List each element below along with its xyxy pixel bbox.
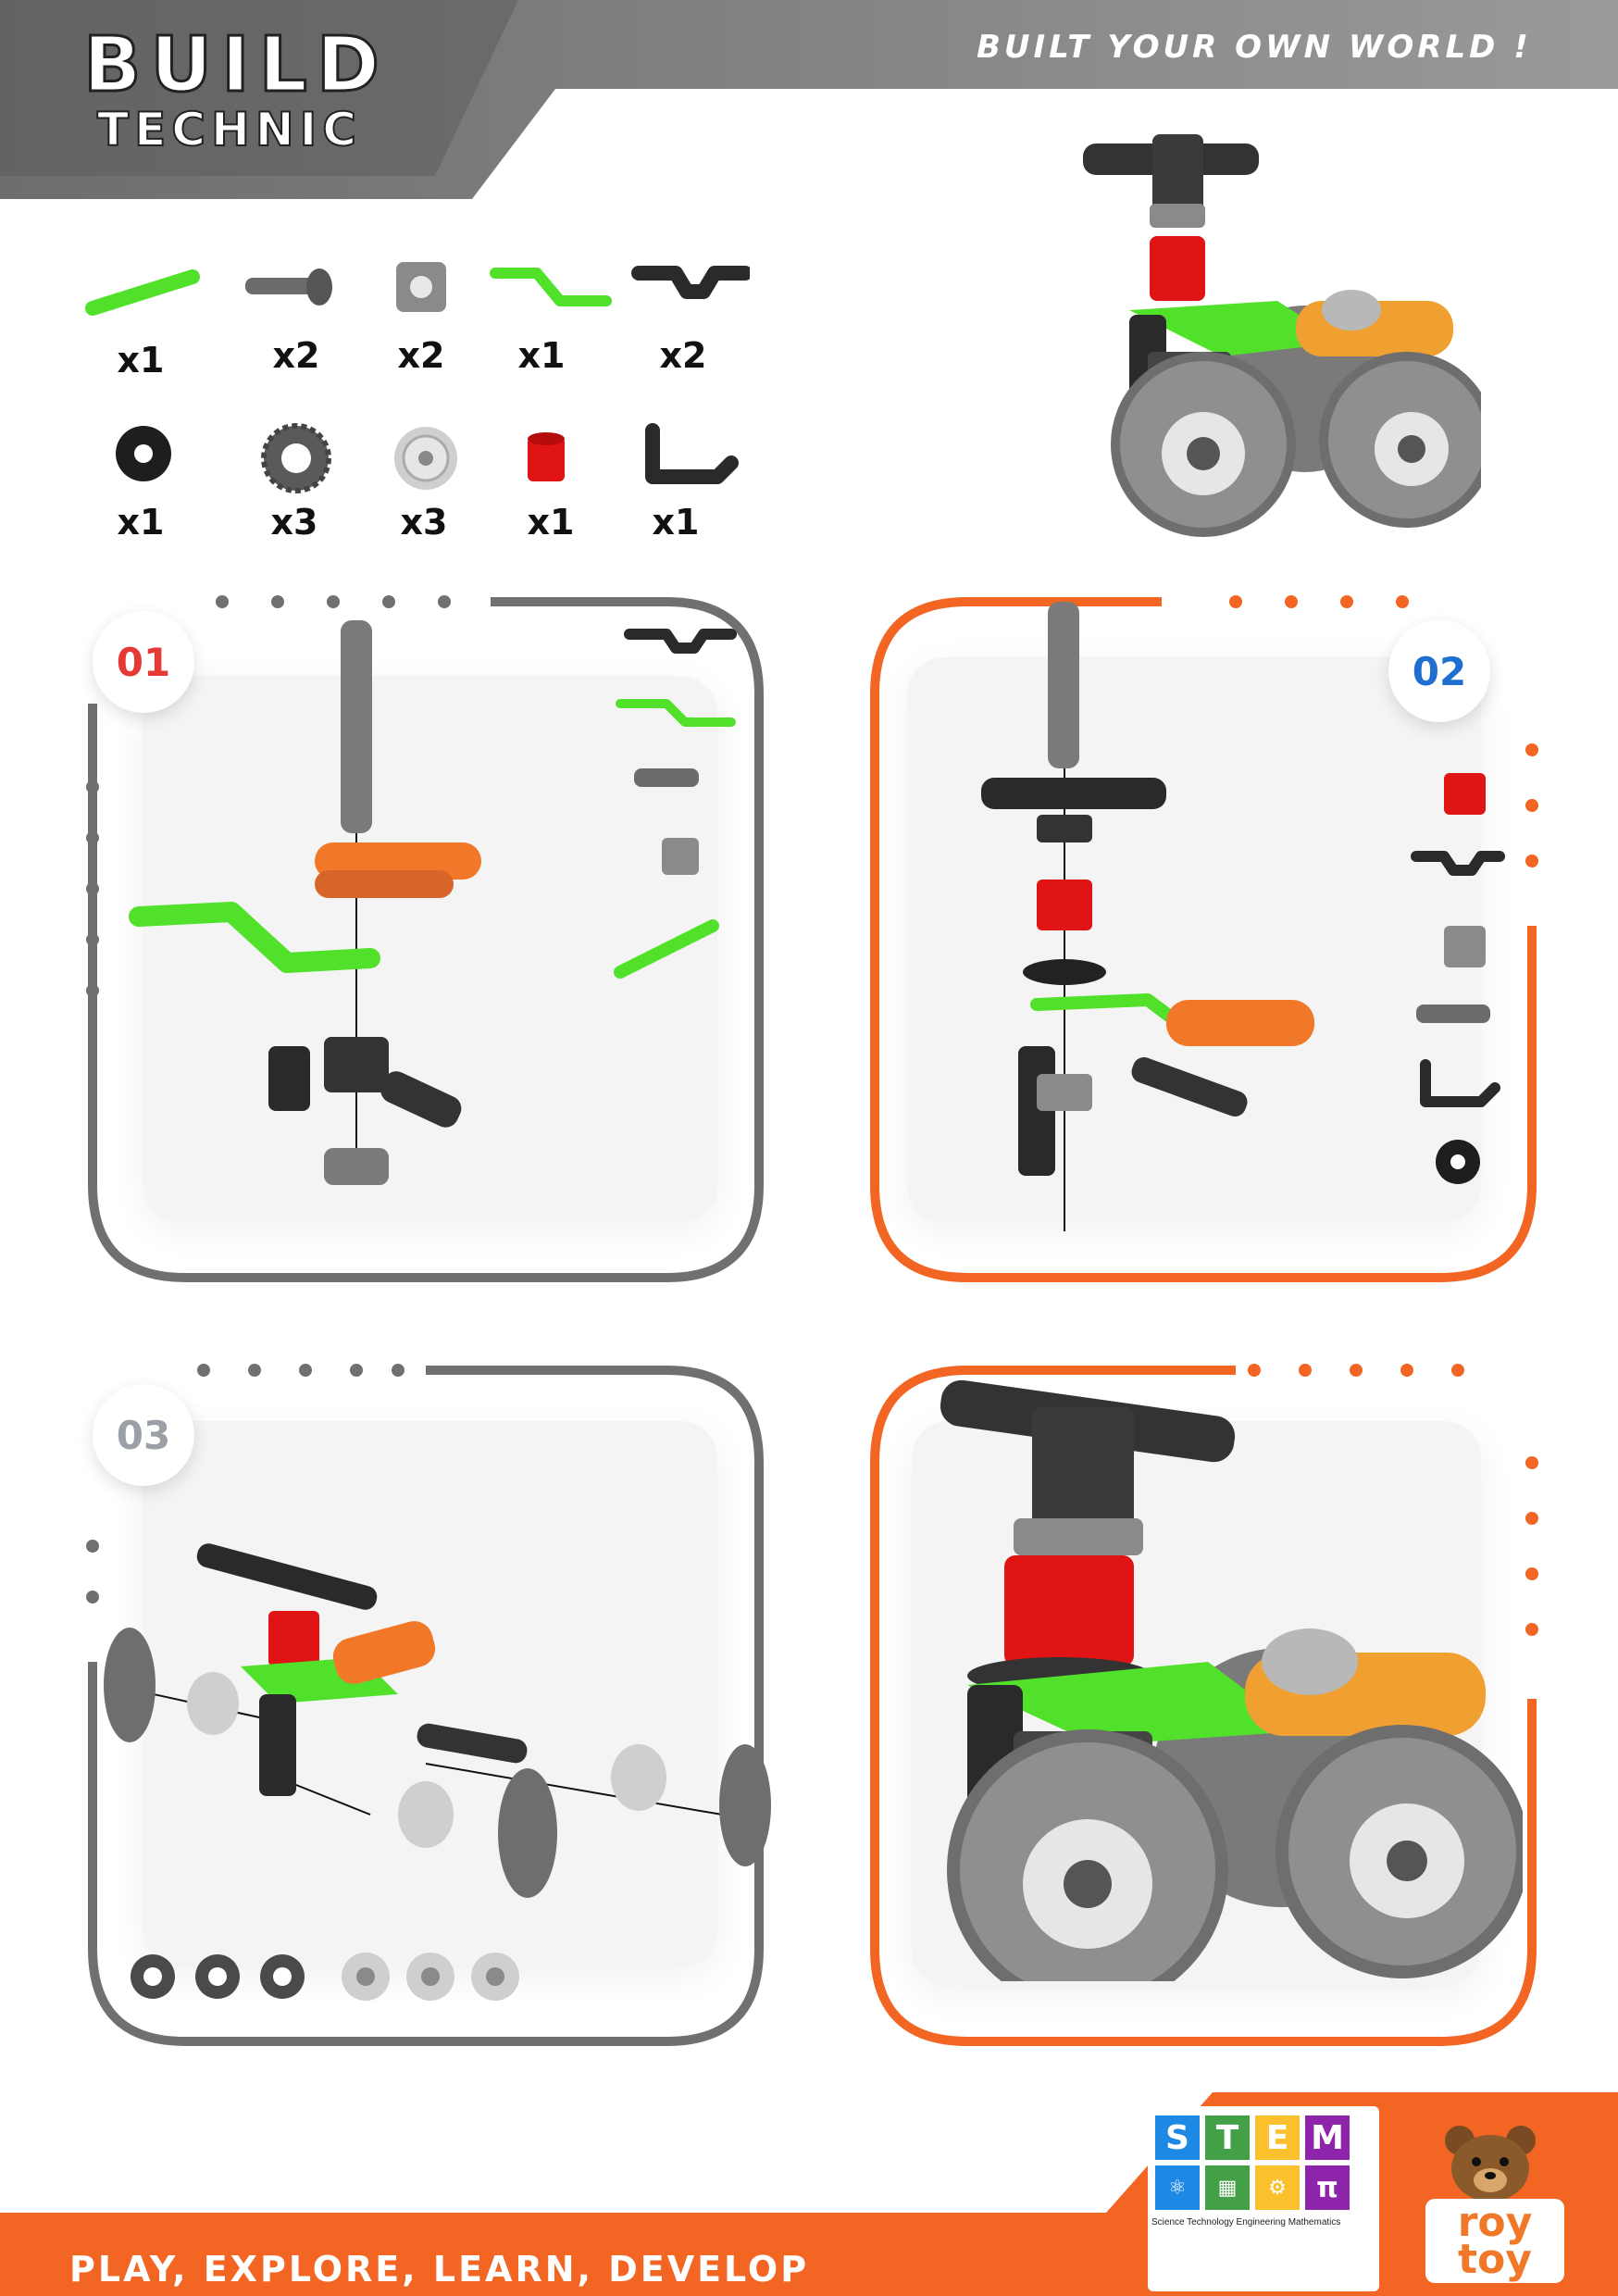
- green-link-icon: [85, 269, 200, 316]
- stem-letter-t: T: [1205, 2115, 1250, 2160]
- step-02-panel: [907, 657, 1481, 1222]
- brand-line-2: toy: [1458, 2235, 1532, 2283]
- step-02-badge: 02: [1388, 620, 1490, 722]
- stem-letter-m: M: [1305, 2115, 1350, 2160]
- finished-model-frame: [870, 1364, 1538, 2046]
- parts-list: x1 x2 x2 x1 x2 x1 x3 x3 x1 x1: [83, 250, 787, 546]
- header-slogan: BUILT YOUR OWN WORLD !: [977, 29, 1532, 66]
- part-qty-2: x2: [272, 335, 320, 376]
- part-qty-9: x1: [527, 502, 575, 543]
- part-qty-4: x1: [517, 335, 566, 376]
- stem-caption: Science Technology Engineering Mathemati…: [1151, 2217, 1341, 2227]
- pi-icon: π: [1305, 2165, 1350, 2210]
- brand-logo: roy toy: [1425, 2199, 1564, 2284]
- washer-icon: [116, 426, 171, 481]
- part-qty-10: x1: [652, 502, 700, 543]
- gears-icon: ⚙: [1255, 2165, 1300, 2210]
- brand-line-1: roy: [1457, 2199, 1533, 2246]
- part-qty-3: x2: [397, 335, 445, 376]
- circuit-icon: ▦: [1205, 2165, 1250, 2210]
- part-qty-7: x3: [270, 502, 318, 543]
- finished-model-preview: [1083, 134, 1481, 537]
- step-03-frame: [86, 1364, 764, 2046]
- step-01-badge: 01: [93, 611, 194, 713]
- part-qty-1: x1: [117, 340, 165, 381]
- rim-icon: [394, 427, 457, 490]
- logo-title: BUILD: [82, 21, 389, 109]
- step-03-panel: [143, 1421, 717, 1967]
- step-02-frame: [870, 595, 1538, 1282]
- step-01-exploded-view: [129, 620, 737, 1185]
- footer-slogan: PLAY, EXPLORE, LEARN, DEVELOP: [69, 2249, 810, 2290]
- logo-subtitle: TECHNIC: [96, 103, 362, 156]
- stem-letter-s: S: [1155, 2115, 1200, 2160]
- tire-icon: [261, 423, 331, 493]
- finished-model-large: [940, 1379, 1523, 1981]
- green-bent-bracket-icon: [490, 268, 612, 306]
- step-03-badge: 03: [93, 1384, 194, 1486]
- stem-logo: S T E M ⚛ ▦ ⚙ π Science Technology Engin…: [1148, 2106, 1379, 2291]
- square-nut-icon: [396, 262, 446, 312]
- part-qty-5: x2: [659, 335, 707, 376]
- part-qty-8: x3: [400, 502, 448, 543]
- step-01-panel: [143, 676, 717, 1222]
- step-02-exploded-view: [981, 602, 1505, 1231]
- red-spacer-icon: [528, 432, 565, 481]
- step-01-frame: [86, 595, 764, 1282]
- bear-icon: [1445, 2126, 1536, 2202]
- microscope-icon: ⚛: [1155, 2165, 1200, 2210]
- black-connector-icon: [631, 266, 750, 299]
- screw-pin-icon: [245, 268, 332, 306]
- step-03-exploded-view: [104, 1543, 771, 2001]
- header-graphic: [0, 0, 1618, 199]
- black-clip-icon: [645, 423, 739, 484]
- stem-letter-e: E: [1255, 2115, 1300, 2160]
- part-qty-6: x1: [117, 502, 165, 543]
